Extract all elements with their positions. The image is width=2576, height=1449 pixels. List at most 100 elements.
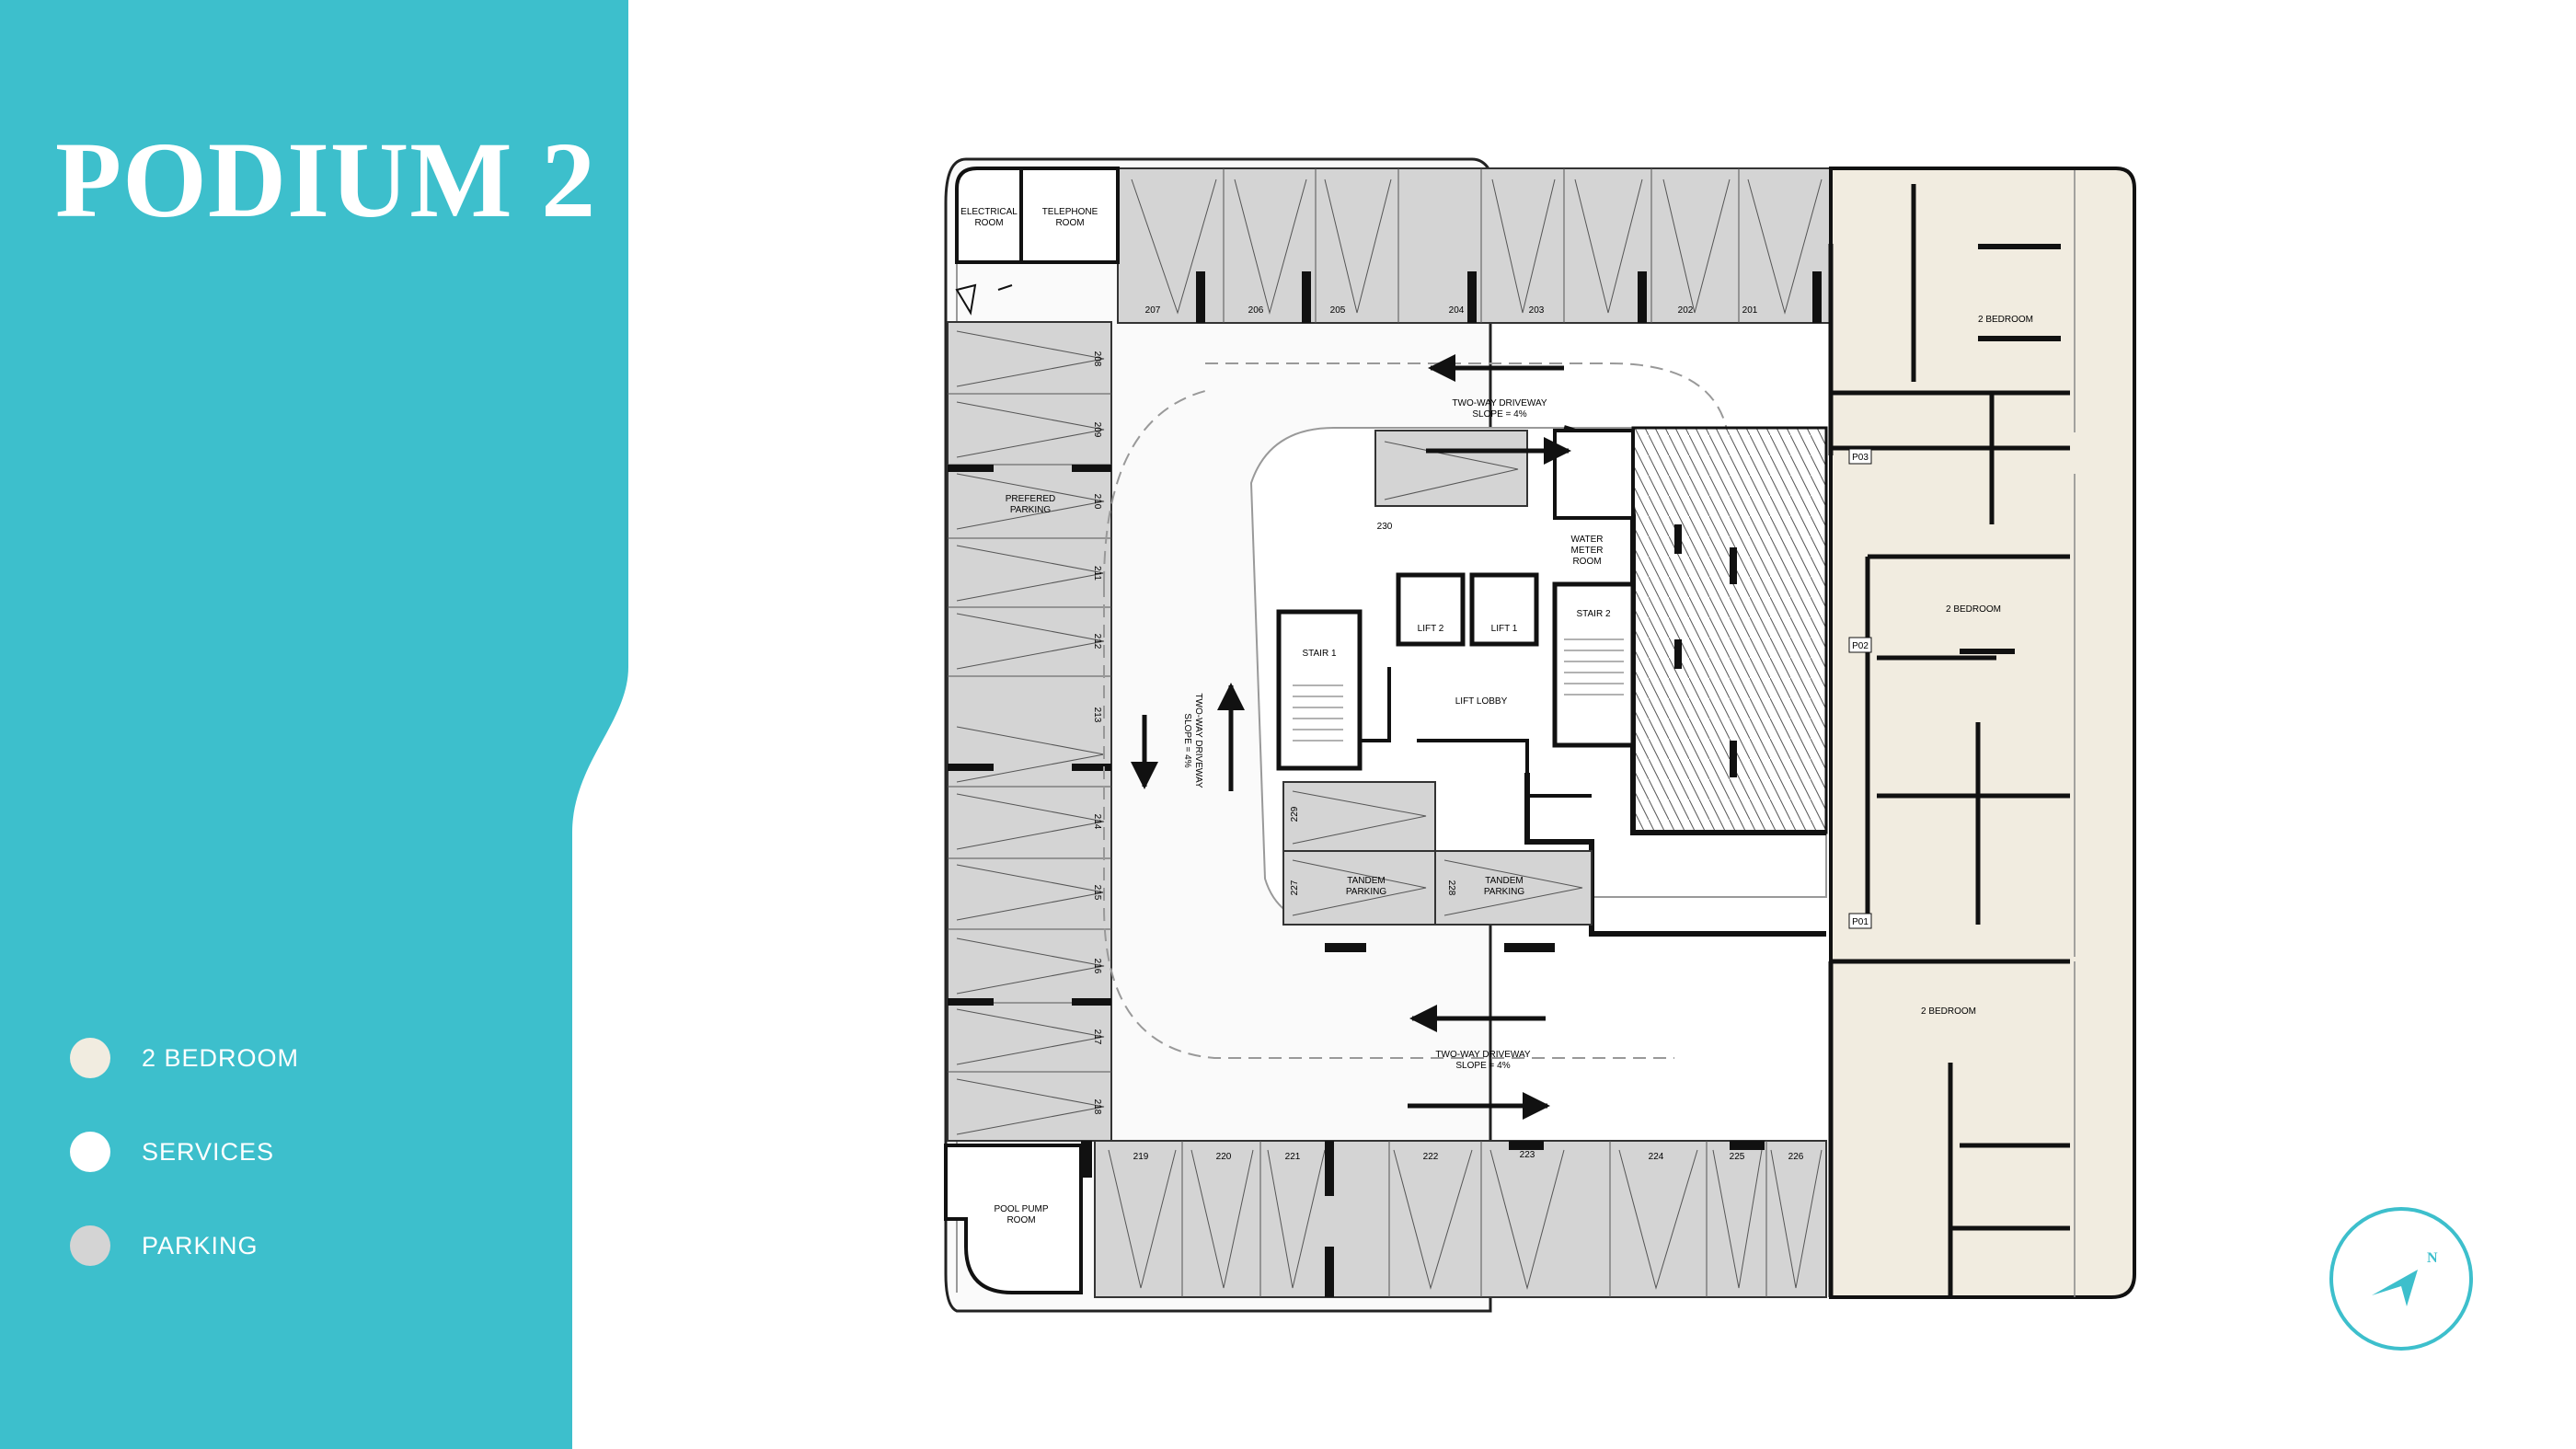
stair-1-label: STAIR 1 (1302, 649, 1336, 659)
electrical-door (955, 283, 1013, 316)
bay-number: 219 (1133, 1152, 1149, 1162)
unit-b-label: 2 BEDROOM (1946, 604, 2001, 615)
unit-a-label: 2 BEDROOM (1978, 315, 2033, 325)
bay-number: 210 (1092, 494, 1102, 510)
legend-item-services: SERVICES (70, 1129, 274, 1175)
lift-2-label: LIFT 2 (1418, 624, 1444, 634)
bottom-bay-columns (1081, 1141, 1765, 1297)
bay-number: 212 (1092, 634, 1102, 650)
left-bay-columns (948, 465, 1111, 1006)
bay-number: 206 (1248, 305, 1264, 316)
driveway-left-label-1: TWO-WAY DRIVEWAY (1193, 693, 1203, 788)
tandem-a-label-1: TANDEM (1347, 876, 1385, 886)
point-label: P01 (1852, 917, 1869, 927)
bay-number: 204 (1449, 305, 1465, 316)
bay-number: 216 (1092, 959, 1102, 974)
driveway-bottom-label-2: SLOPE = 4% (1455, 1061, 1510, 1071)
tandem-b-label-2: PARKING (1484, 887, 1524, 897)
brand-panel: PODIUM 2 2 BEDROOM SERVICES PARKING (0, 0, 644, 1449)
page-title: PODIUM 2 (55, 120, 597, 240)
unit-c-label: 2 BEDROOM (1921, 1006, 1976, 1017)
tandem-bay-marks (1292, 790, 1583, 916)
lift-2 (1396, 572, 1466, 647)
floor-plan: ELECTRICAL ROOM TELEPHONE ROOM POOL PUMP… (944, 157, 2136, 1313)
unit-walls (1828, 184, 2070, 1297)
point-label: P03 (1852, 453, 1869, 463)
bay-number: 229 (1290, 806, 1300, 822)
driveway-left-label-2: SLOPE = 4% (1182, 713, 1192, 767)
residential-wing (1829, 167, 2136, 1299)
tandem-b-label-1: TANDEM (1485, 876, 1523, 886)
electrical-room-label-1: ELECTRICAL (960, 207, 1018, 217)
legend-label: PARKING (142, 1231, 259, 1259)
legend-item-2-bedroom: 2 BEDROOM (70, 1035, 299, 1081)
bay-number: 226 (1788, 1152, 1804, 1162)
bay-number: 208 (1092, 351, 1102, 367)
compass-north-label: N (2427, 1250, 2438, 1266)
center-bay-numbers: 230 229 227 228 (1290, 522, 1456, 896)
tandem-a-label-2: PARKING (1346, 887, 1386, 897)
bay-number: 218 (1092, 1099, 1102, 1115)
point-markers: P03 P02 P01 (1848, 448, 1872, 929)
panel-wave (0, 0, 628, 1449)
point-label: P02 (1852, 641, 1869, 651)
legend-item-parking: PARKING (70, 1223, 259, 1269)
bay-number: 225 (1730, 1152, 1745, 1162)
lift-1-label: LIFT 1 (1491, 624, 1518, 634)
bay-number: 222 (1423, 1152, 1439, 1162)
water-meter-label-1: WATER (1571, 535, 1604, 545)
legend-swatch (70, 1225, 110, 1266)
left-bay-numbers: 208 209 210 211 212 213 214 215 216 217 … (1092, 351, 1102, 1115)
bay-number: 228 (1446, 880, 1456, 896)
bottom-bay-numbers: 219 220 221 222 223 224 225 226 (1133, 1150, 1804, 1162)
bottom-bays (1108, 1141, 1823, 1297)
lift-lobby-label: LIFT LOBBY (1455, 696, 1508, 707)
stair-2-treads (1564, 638, 1624, 696)
parking-229 (1282, 781, 1436, 852)
parking-strip-bottom (1094, 1140, 1827, 1298)
ramp-columns (1674, 524, 1737, 777)
pool-pump-label-2: ROOM (1006, 1215, 1035, 1225)
bay-number: 223 (1520, 1150, 1535, 1160)
bay-number: 214 (1092, 814, 1102, 830)
bay-number: 215 (1092, 885, 1102, 901)
bay-number: 209 (1092, 422, 1102, 438)
bay-number: 217 (1092, 1029, 1102, 1045)
parking-strip-left (947, 321, 1112, 1142)
telephone-room-label-2: ROOM (1055, 218, 1084, 228)
island-columns (1325, 943, 1555, 952)
telephone-room-label-1: TELEPHONE (1042, 207, 1098, 217)
bay-number: 201 (1742, 305, 1758, 316)
stair-2-label: STAIR 2 (1576, 609, 1610, 619)
stair-1 (1276, 609, 1363, 771)
electrical-room-label-2: ROOM (974, 218, 1003, 228)
prefered-parking-label-2: PARKING (1010, 505, 1051, 515)
legend-label: 2 BEDROOM (142, 1043, 300, 1072)
top-bay-numbers: 207 206 205 204 203 202 201 (1145, 305, 1758, 316)
telephone-room (1019, 167, 1120, 264)
bay-number: 230 (1377, 522, 1393, 532)
pool-pump-room (944, 1144, 1083, 1294)
legend-label: SERVICES (142, 1137, 275, 1166)
pool-pump-label-1: POOL PUMP (994, 1204, 1048, 1214)
bay-number: 227 (1290, 880, 1300, 895)
unit-wardrobes (1960, 244, 2061, 654)
water-meter-room (1553, 429, 1635, 520)
legend-swatch (70, 1132, 110, 1172)
bay-number: 207 (1145, 305, 1161, 316)
bay-number: 205 (1330, 305, 1346, 316)
parking-230 (1374, 430, 1528, 507)
bay-number: 202 (1678, 305, 1694, 316)
bay-number: 221 (1285, 1152, 1301, 1162)
stair-2 (1552, 581, 1636, 748)
top-bay-columns (1196, 271, 1822, 323)
driveway-top-label-1: TWO-WAY DRIVEWAY (1452, 398, 1547, 408)
water-meter-label-2: METER (1571, 546, 1604, 556)
water-meter-label-3: ROOM (1572, 557, 1601, 567)
bay-number: 211 (1092, 566, 1102, 581)
top-bays (1131, 168, 1823, 323)
stair-1-treads (1293, 684, 1343, 742)
prefered-parking-label-1: PREFERED (1006, 494, 1055, 504)
north-compass-icon: N (2329, 1207, 2473, 1351)
driveway-bottom-label-1: TWO-WAY DRIVEWAY (1435, 1050, 1530, 1060)
